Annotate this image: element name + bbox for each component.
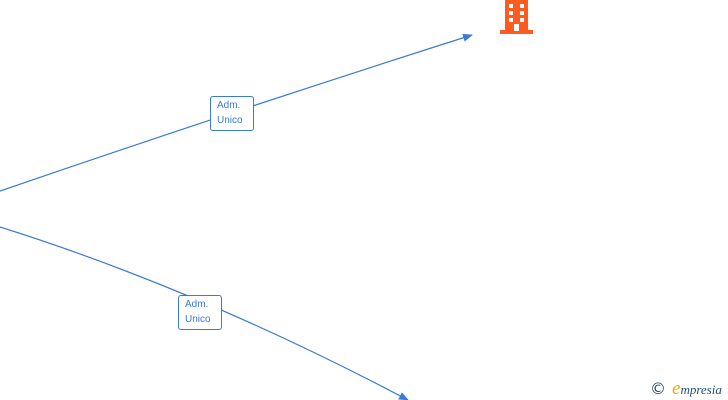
copyright-symbol: © bbox=[650, 379, 666, 398]
logo-text: mpresia bbox=[680, 382, 722, 397]
logo-initial: e bbox=[672, 378, 681, 399]
edge-label-adm-unico[interactable]: Adm. Unico bbox=[210, 96, 254, 131]
edge-label-line1: Adm. bbox=[217, 100, 241, 111]
empresia-watermark: © empresia bbox=[650, 378, 722, 400]
empresia-logo: empresia bbox=[672, 378, 722, 400]
edge-label-line1: Adm. bbox=[185, 299, 209, 310]
edge-label-adm-unico[interactable]: Adm. Unico bbox=[178, 295, 222, 330]
edge-label-line2: Unico bbox=[217, 115, 243, 126]
office-building-icon[interactable] bbox=[500, 0, 533, 34]
edge-label-line2: Unico bbox=[185, 314, 211, 325]
